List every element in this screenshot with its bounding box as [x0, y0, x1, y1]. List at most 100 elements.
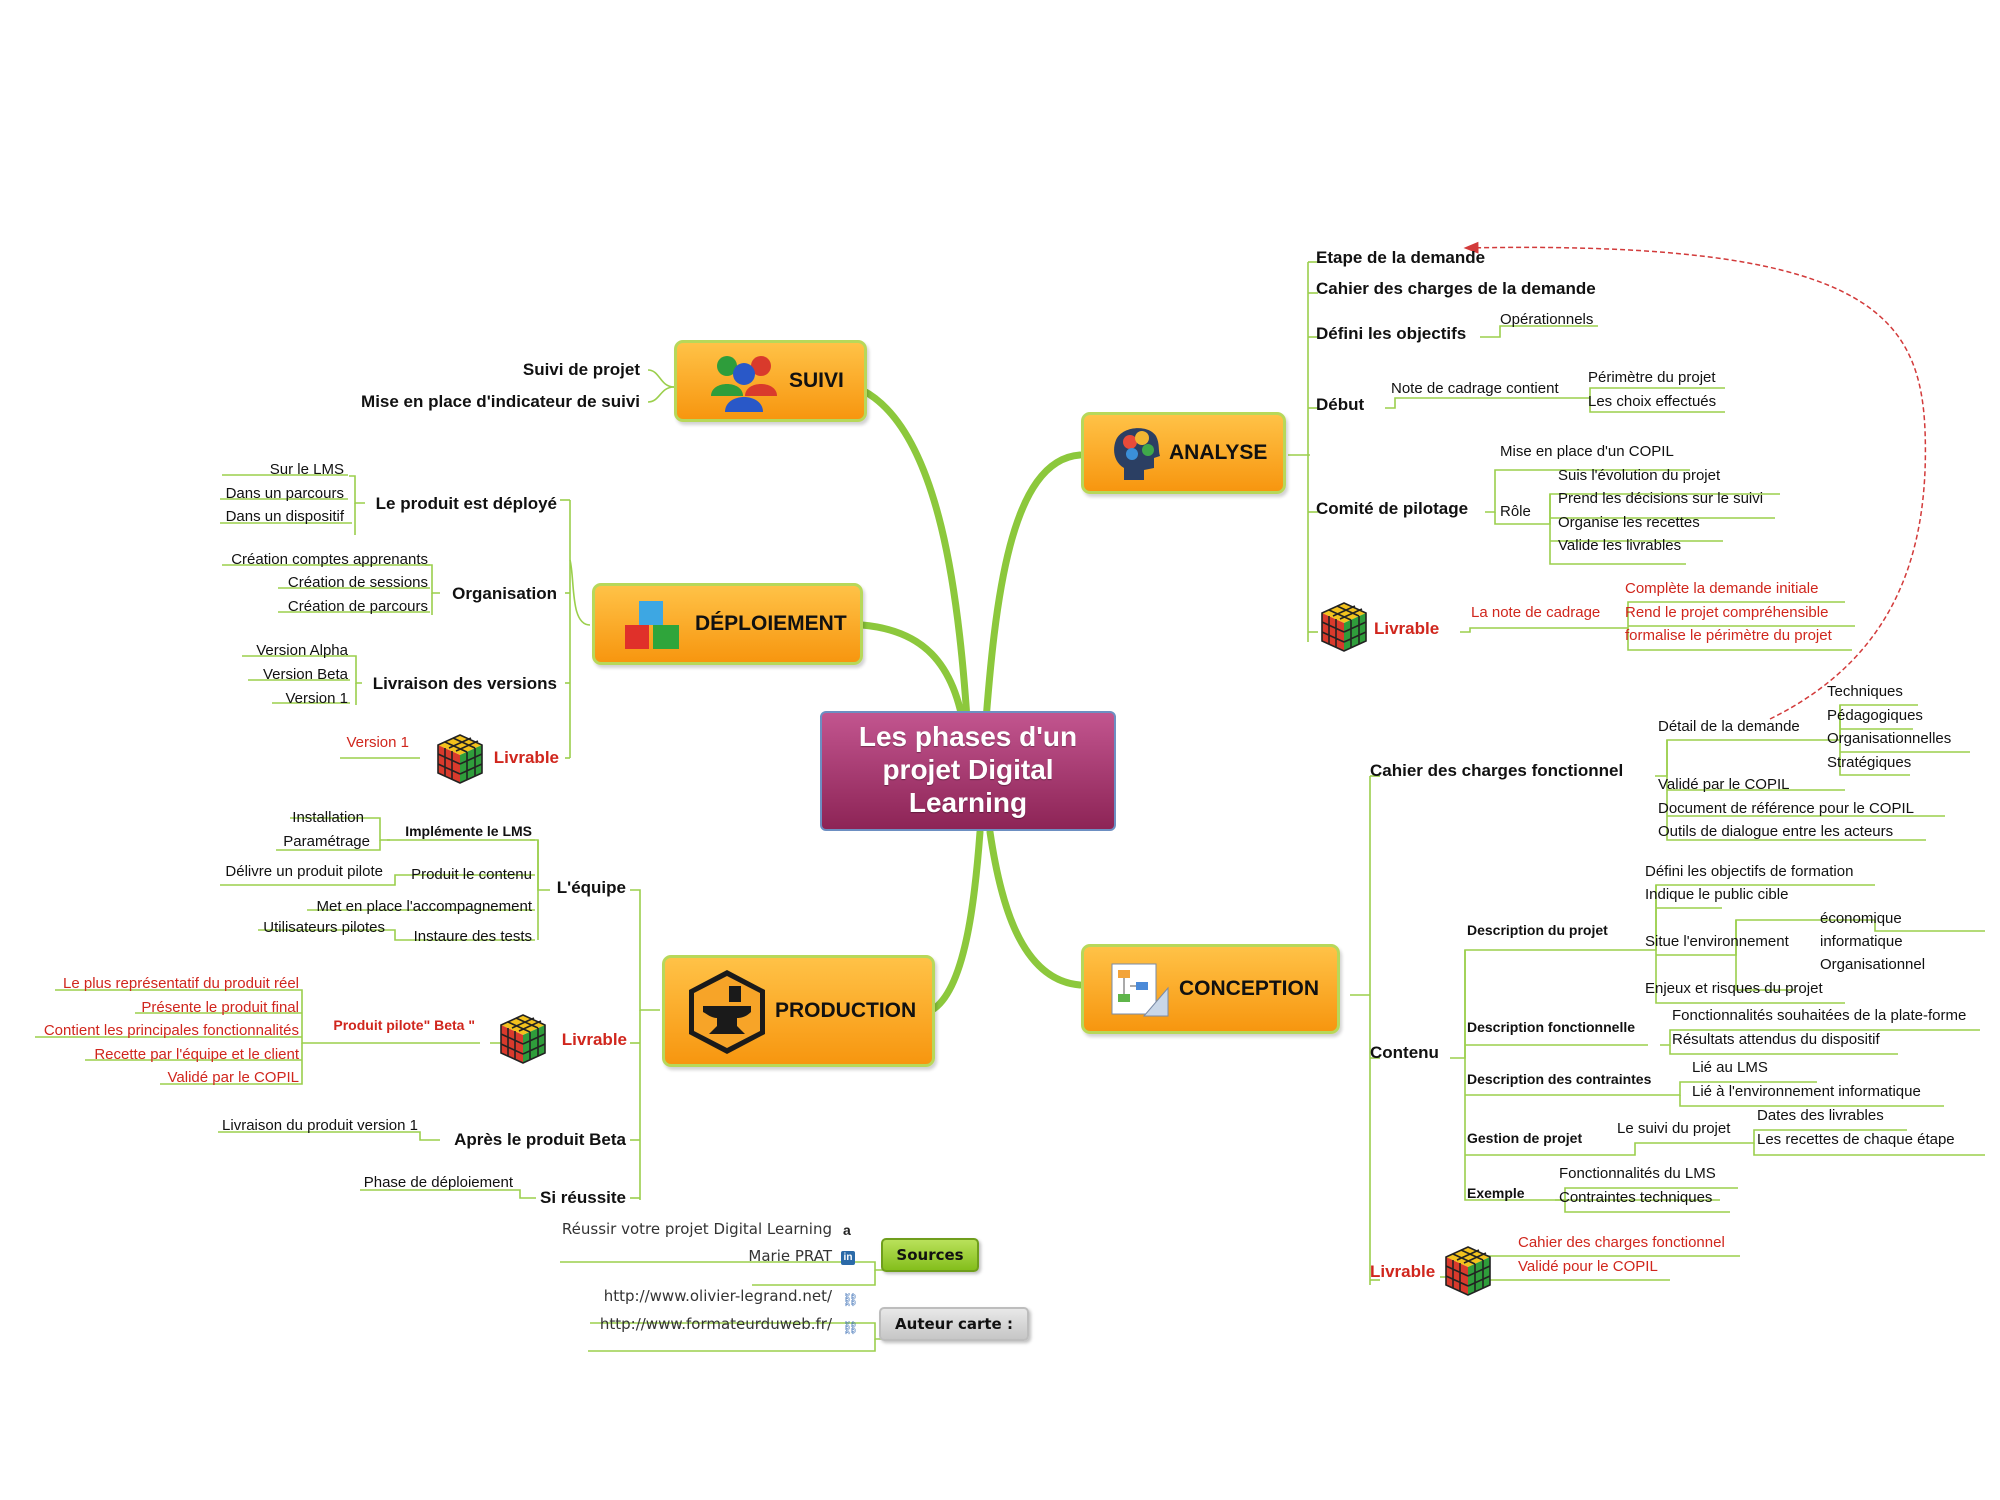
produit-deploye[interactable]: Le produit est déployé	[375, 494, 557, 513]
env-item[interactable]: Organisationnel	[1820, 956, 1926, 973]
amazon-icon[interactable]: a	[843, 1222, 851, 1238]
desc-contr-item[interactable]: Lié au LMS	[1692, 1059, 1768, 1076]
sources-button[interactable]: Sources	[881, 1238, 979, 1272]
livrable-item[interactable]: Version 1	[346, 734, 409, 751]
suivi-item-2[interactable]: Mise en place d'indicateur de suivi	[361, 392, 640, 411]
desc-projet-item[interactable]: Défini les objectifs de formation	[1645, 863, 1854, 880]
link-icon[interactable]: ⛓	[842, 1320, 859, 1335]
version-item[interactable]: Version 1	[285, 690, 348, 707]
production-livrable[interactable]: Livrable	[561, 1030, 627, 1049]
source-author[interactable]: Marie PRAT	[748, 1247, 832, 1265]
pilote-item[interactable]: Recette par l'équipe et le client	[94, 1046, 299, 1063]
description-contraintes[interactable]: Description des contraintes	[1467, 1071, 1652, 1087]
description-projet[interactable]: Description du projet	[1467, 922, 1608, 938]
topic-deploiement[interactable]: DÉPLOIEMENT	[592, 583, 863, 665]
pilote-item[interactable]: Validé par le COPIL	[167, 1069, 299, 1086]
conception-livrable[interactable]: Livrable	[1370, 1262, 1436, 1281]
detail-item[interactable]: Organisationnelles	[1827, 730, 1952, 747]
exemple[interactable]: Exemple	[1467, 1185, 1525, 1201]
auteur-carte-button[interactable]: Auteur carte :	[879, 1307, 1029, 1341]
pilote-item[interactable]: Le plus représentatif du produit réel	[63, 975, 299, 992]
contenu-item[interactable]: Délivre un produit pilote	[225, 863, 383, 880]
accompagnement[interactable]: Met en place l'accompagnement	[316, 898, 533, 915]
link-icon[interactable]: ⛓	[842, 1292, 859, 1307]
deploye-item[interactable]: Dans un dispositif	[225, 508, 344, 525]
role-item[interactable]: Valide les livrables	[1558, 537, 1682, 554]
auteur-url[interactable]: http://www.olivier-legrand.net/	[603, 1287, 832, 1305]
gestion-item[interactable]: Les recettes de chaque étape	[1757, 1131, 1955, 1148]
env-item[interactable]: économique	[1820, 910, 1902, 927]
auteur-url[interactable]: http://www.formateurduweb.fr/	[599, 1315, 832, 1333]
pilote-item[interactable]: Contient les principales fonctionnalités	[43, 1022, 299, 1039]
implemente-item[interactable]: Installation	[292, 809, 364, 826]
source-book[interactable]: Réussir votre projet Digital Learning	[561, 1220, 832, 1238]
contenu[interactable]: Contenu	[1370, 1043, 1439, 1062]
desc-projet-item[interactable]: Indique le public cible	[1645, 886, 1789, 903]
instaure-tests[interactable]: Instaure des tests	[413, 928, 532, 945]
cahier-charges-fonctionnel[interactable]: Cahier des charges fonctionnel	[1370, 761, 1624, 780]
conception-livrable-item[interactable]: Cahier des charges fonctionnel	[1518, 1234, 1725, 1251]
debut-item[interactable]: Périmètre du projet	[1588, 369, 1716, 386]
deploye-item[interactable]: Dans un parcours	[225, 485, 344, 502]
debut-item[interactable]: Les choix effectués	[1588, 393, 1717, 410]
apres-beta[interactable]: Après le produit Beta	[454, 1130, 626, 1149]
conception-livrable-item[interactable]: Validé pour le COPIL	[1518, 1258, 1658, 1275]
apres-beta-item[interactable]: Livraison du produit version 1	[222, 1117, 418, 1134]
exemple-item[interactable]: Contraintes techniques	[1559, 1189, 1713, 1206]
version-item[interactable]: Version Beta	[262, 666, 348, 683]
equipe[interactable]: L'équipe	[556, 878, 626, 897]
topic-production[interactable]: PRODUCTION	[662, 955, 935, 1067]
livrable-item[interactable]: Rend le projet compréhensible	[1625, 604, 1829, 621]
topic-conception[interactable]: CONCEPTION	[1081, 944, 1340, 1034]
role-item[interactable]: Suis l'évolution du projet	[1558, 467, 1721, 484]
version-item[interactable]: Version Alpha	[256, 642, 348, 659]
implemente-lms[interactable]: Implémente le LMS	[405, 823, 532, 839]
desc-projet-item[interactable]: Enjeux et risques du projet	[1645, 980, 1823, 997]
reussite-item[interactable]: Phase de déploiement	[363, 1174, 513, 1191]
detail-item[interactable]: Pédagogiques	[1827, 707, 1923, 724]
detail-item[interactable]: Stratégiques	[1827, 754, 1912, 771]
exemple-item[interactable]: Fonctionnalités du LMS	[1559, 1165, 1716, 1182]
comite-pilotage[interactable]: Comité de pilotage	[1316, 499, 1469, 518]
etape-demande[interactable]: Etape de la demande	[1316, 248, 1486, 267]
organisation-item[interactable]: Création de sessions	[287, 574, 428, 591]
implemente-item[interactable]: Paramétrage	[283, 833, 370, 850]
defini-objectifs[interactable]: Défini les objectifs	[1316, 324, 1467, 343]
produit-contenu[interactable]: Produit le contenu	[411, 866, 532, 883]
central-topic[interactable]: Les phases d'un projet Digital Learning	[820, 711, 1116, 831]
role-item[interactable]: Organise les recettes	[1558, 514, 1700, 531]
description-fonctionnelle[interactable]: Description fonctionnelle	[1467, 1019, 1636, 1035]
gestion-projet[interactable]: Gestion de projet	[1467, 1130, 1583, 1146]
topic-suivi[interactable]: SUIVI	[674, 340, 867, 422]
desc-projet-item[interactable]: Situe l'environnement	[1645, 933, 1789, 950]
cahier-demande[interactable]: Cahier des charges de la demande	[1316, 279, 1596, 298]
analyse-livrable[interactable]: Livrable	[1374, 619, 1440, 638]
desc-fonct-item[interactable]: Résultats attendus du dispositif	[1672, 1031, 1880, 1048]
produit-pilote[interactable]: Produit pilote" Beta "	[333, 1017, 475, 1033]
organisation-item[interactable]: Création de parcours	[287, 598, 428, 615]
debut[interactable]: Début	[1316, 395, 1365, 414]
livrable-item[interactable]: formalise le périmètre du projet	[1625, 627, 1832, 644]
cdc-item[interactable]: Validé par le COPIL	[1658, 776, 1790, 793]
note-cadrage-livrable[interactable]: La note de cadrage	[1471, 604, 1601, 621]
deploiement-livrable[interactable]: Livrable	[493, 748, 559, 767]
desc-contr-item[interactable]: Lié à l'environnement informatique	[1692, 1083, 1921, 1100]
cdc-item[interactable]: Outils de dialogue entre les acteurs	[1658, 823, 1894, 840]
livraison-versions[interactable]: Livraison des versions	[372, 674, 557, 693]
si-reussite[interactable]: Si réussite	[540, 1188, 626, 1207]
topic-analyse[interactable]: ANALYSE	[1081, 412, 1286, 494]
env-item[interactable]: informatique	[1820, 933, 1903, 950]
deploye-item[interactable]: Sur le LMS	[269, 461, 344, 478]
detail-demande[interactable]: Détail de la demande	[1658, 718, 1800, 735]
tests-item[interactable]: Utilisateurs pilotes	[263, 919, 385, 936]
suivi-item-1[interactable]: Suivi de projet	[522, 360, 640, 379]
desc-fonct-item[interactable]: Fonctionnalités souhaitées de la plate-f…	[1672, 1007, 1967, 1024]
linkedin-icon[interactable]: in	[841, 1251, 855, 1265]
note-cadrage[interactable]: Note de cadrage contient	[1391, 380, 1559, 397]
objectifs-item[interactable]: Opérationnels	[1500, 311, 1594, 328]
livrable-item[interactable]: Complète la demande initiale	[1625, 580, 1819, 597]
organisation[interactable]: Organisation	[452, 584, 557, 603]
detail-item[interactable]: Techniques	[1827, 683, 1903, 700]
role-item[interactable]: Prend les décisions sur le suivi	[1558, 490, 1764, 507]
role[interactable]: Rôle	[1500, 503, 1531, 520]
